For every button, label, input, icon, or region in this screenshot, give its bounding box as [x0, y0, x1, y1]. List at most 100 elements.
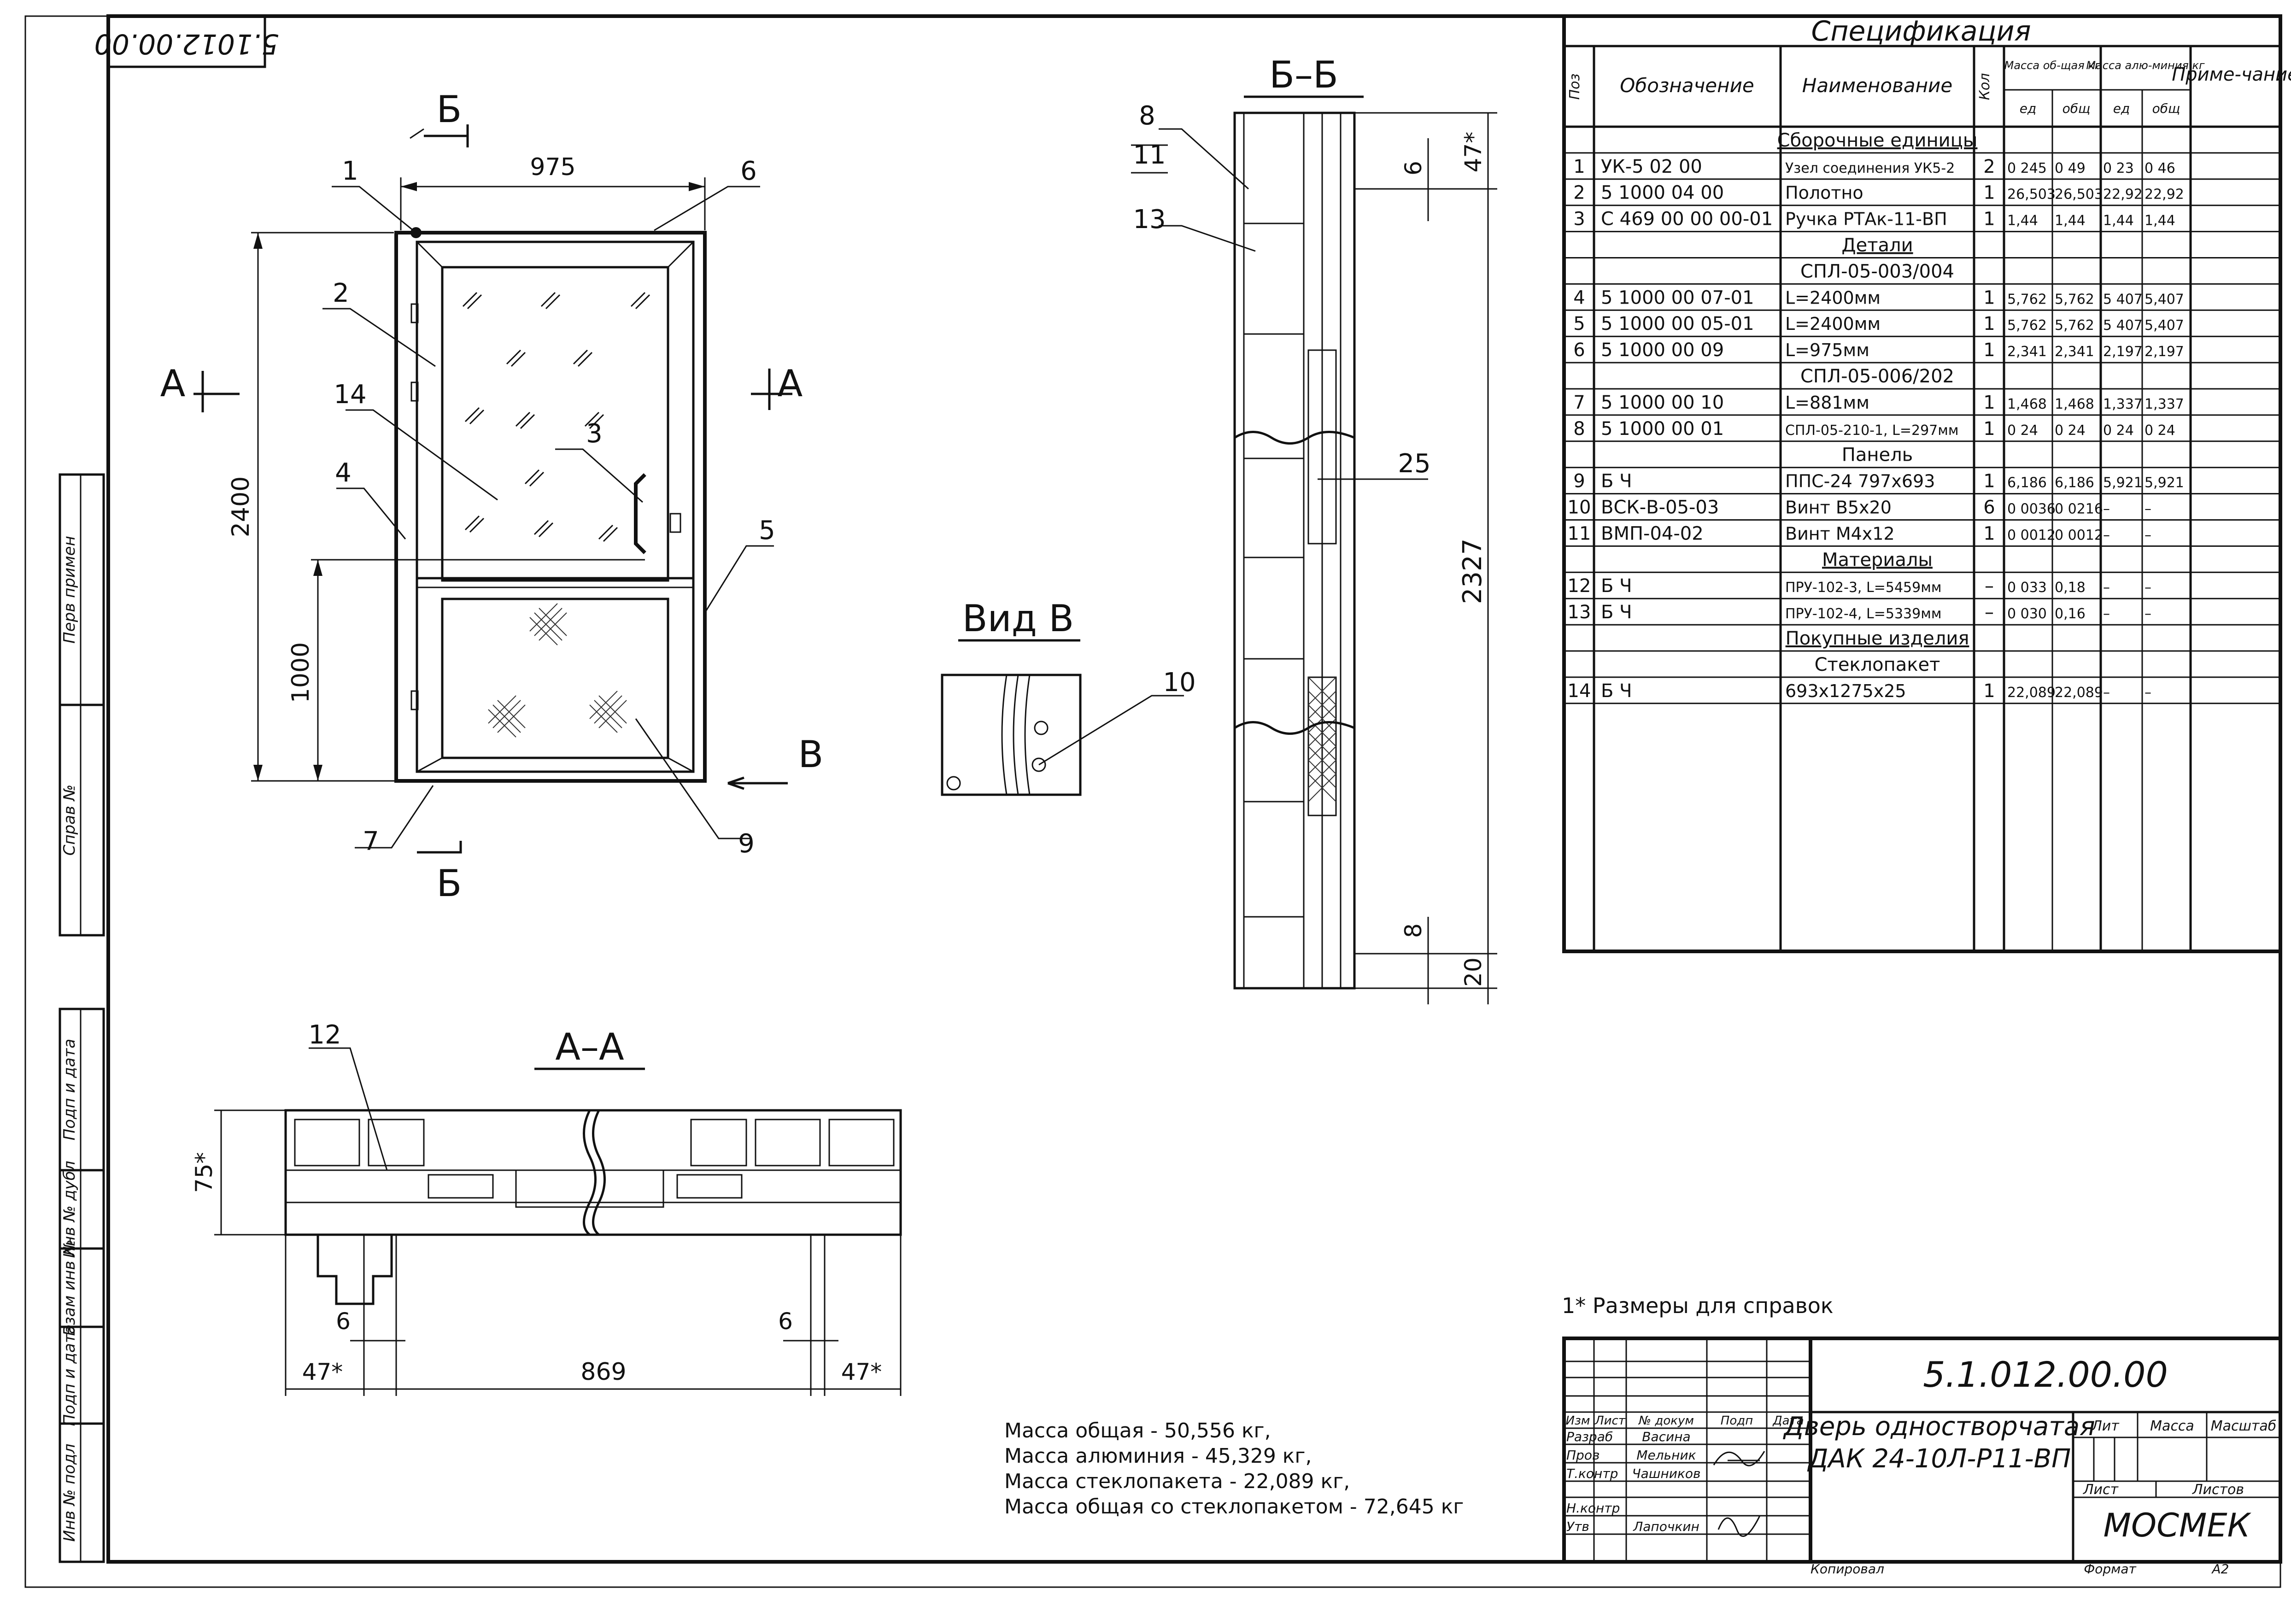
signature-1	[1713, 1451, 1765, 1466]
front-view: 975 2400 1000 Б Б А А В	[160, 88, 824, 905]
side-stamp: Перв примен Справ № Подп и дата Инв № ду…	[59, 473, 105, 1563]
mass-notes: Масса общая - 50,556 кг, Масса алюминия …	[1004, 1419, 1464, 1518]
section-bb: Б–Б 6 47* 232	[1131, 53, 1497, 1004]
spec-cell-mass: 0,16	[2055, 606, 2086, 622]
spec-cell-designation: ВСК-В-05-03	[1601, 497, 1719, 518]
spec-cell-mass: –	[2103, 527, 2110, 543]
spec-cell-designation: 5 1000 00 09	[1601, 340, 1724, 361]
spec-cell-qty: 1	[1983, 418, 1995, 440]
spec-cell-name: СПЛ-05-003/004	[1800, 261, 1954, 282]
spec-cell-mass: 0 0012	[2055, 527, 2103, 543]
spec-cell-designation: 5 1000 00 01	[1601, 418, 1724, 440]
tb-name-2: ДАК 24-10Л-Р11-ВП	[1807, 1444, 2071, 1474]
section-a-left: А	[160, 362, 186, 405]
spec-cell-poz: 6	[1573, 340, 1585, 361]
spec-section-heading: Сборочные единицы	[1777, 130, 1978, 151]
spec-cell-qty: –	[1985, 602, 1994, 623]
glass-hatch	[462, 292, 650, 542]
bb-dim-2327: 2327	[1458, 539, 1488, 604]
footnote: 1* Размеры для справок	[1562, 1293, 1834, 1318]
lower-panel	[441, 598, 669, 759]
dim-height: 2400	[227, 476, 255, 537]
spec-cell-poz: 7	[1573, 392, 1585, 413]
doc-code-rotated: 5.1012.00.00	[94, 28, 279, 60]
aa-label-12: 12	[308, 1020, 341, 1050]
spec-cell-designation: 5 1000 00 10	[1601, 392, 1724, 413]
tb-person-3: Чашников	[1632, 1466, 1700, 1481]
spec-cell-name: Полотно	[1785, 183, 1863, 203]
spec-cell-mass: 22,92	[2103, 187, 2143, 203]
spec-cell-mass: –	[2103, 501, 2110, 517]
stamp-text-7: Инв № подл	[60, 1444, 79, 1542]
spec-cell-designation: Б Ч	[1601, 602, 1632, 623]
aa-dim-75: 75*	[191, 1152, 217, 1193]
spec-cell-mass: 26,503	[2007, 187, 2056, 203]
spec-cell-poz: 13	[1568, 602, 1591, 623]
tb-role-tkontr: Т.контр	[1566, 1466, 1618, 1481]
hdr-note: Приме-чание	[2172, 64, 2291, 85]
spec-title: Спецификация	[1811, 15, 2031, 47]
spec-cell-mass: 1,44	[2055, 213, 2086, 229]
section-aa-title: А–А	[555, 1026, 624, 1068]
spec-cell-designation: С 469 00 00 00-01	[1601, 209, 1773, 230]
aa-dim-6-left: 6	[336, 1308, 351, 1335]
spec-cell-qty: 2	[1983, 156, 1995, 177]
tb-format: Формат	[2084, 1561, 2136, 1577]
section-bb-title: Б–Б	[1269, 53, 1338, 96]
view-v-label-10: 10	[1163, 668, 1195, 698]
tb-person-6: Лапочкин	[1633, 1519, 1699, 1534]
spec-cell-designation: 5 1000 00 05-01	[1601, 313, 1754, 334]
spec-cell-mass: 1,44	[2007, 213, 2038, 229]
spec-cell-name: ППС-24 797х693	[1785, 471, 1935, 492]
spec-cell-mass: 0 033	[2007, 580, 2047, 596]
tb-role-utv: Утв	[1566, 1519, 1589, 1534]
spec-cell-mass: 0 0012	[2007, 527, 2056, 543]
spec-cell-mass: –	[2103, 580, 2110, 596]
hdr-designation: Обозначение	[1620, 74, 1754, 97]
tb-person-1: Васина	[1642, 1429, 1690, 1444]
spec-section-heading: Покупные изделия	[1786, 628, 1969, 649]
tb-col-doc: № докум	[1638, 1414, 1694, 1428]
tb-col-izm: Изм	[1566, 1414, 1590, 1428]
spec-cell-poz: 10	[1568, 497, 1591, 518]
spec-cell-poz: 11	[1568, 523, 1591, 544]
bb-label-8: 8	[1139, 101, 1155, 131]
hdr-mass-total: Масса об-щая кг	[2004, 59, 2101, 72]
spec-cell-name: Винт В5х20	[1785, 498, 1892, 518]
spec-cell-qty: 1	[1983, 182, 1995, 204]
spec-cell-designation: 5 1000 00 07-01	[1601, 287, 1754, 308]
spec-cell-name: СПЛ-05-006/202	[1800, 366, 1954, 387]
spec-section-heading: Материалы	[1822, 549, 1933, 570]
spec-cell-poz: 14	[1568, 680, 1591, 702]
spec-cell-mass: 5,762	[2007, 317, 2047, 334]
label-14: 14	[334, 380, 366, 410]
spec-cell-mass: 0 24	[2145, 422, 2175, 439]
spec-cell-poz: 9	[1573, 471, 1585, 492]
spec-cell-qty: 1	[1983, 340, 1995, 361]
doc-code-box: 5.1012.00.00	[94, 15, 279, 68]
spec-cell-qty: 1	[1983, 471, 1995, 492]
spec-cell-designation: Б Ч	[1601, 575, 1632, 597]
tb-role-prov: Пров	[1566, 1448, 1600, 1463]
spec-cell-poz: 3	[1573, 209, 1585, 230]
spec-cell-mass: 26,503	[2055, 187, 2103, 203]
tb-list: Лист	[2083, 1482, 2119, 1498]
spec-cell-mass: 1,44	[2145, 213, 2175, 229]
spec-cell-mass: –	[2145, 501, 2151, 517]
spec-cell-mass: 5,921	[2103, 475, 2143, 491]
hdr-obsh-2: общ	[2152, 101, 2180, 116]
tb-person-2: Мельник	[1636, 1448, 1696, 1463]
spec-cell-name: Узел соединения УК5-2	[1785, 160, 1955, 176]
spec-cell-poz: 1	[1573, 156, 1585, 177]
tb-role-razrab: Разраб	[1566, 1429, 1613, 1444]
glass-panel	[441, 266, 669, 582]
tb-copied: Копировал	[1811, 1561, 1884, 1577]
view-v-marker: В	[798, 733, 824, 776]
spec-cell-qty: 1	[1983, 287, 1995, 308]
spec-cell-designation: Б Ч	[1601, 680, 1632, 702]
spec-cell-mass: 22,089	[2007, 685, 2056, 701]
spec-cell-mass: 0 24	[2007, 422, 2038, 439]
spec-cell-mass: –	[2145, 580, 2151, 596]
spec-cell-mass: 1,44	[2103, 213, 2134, 229]
